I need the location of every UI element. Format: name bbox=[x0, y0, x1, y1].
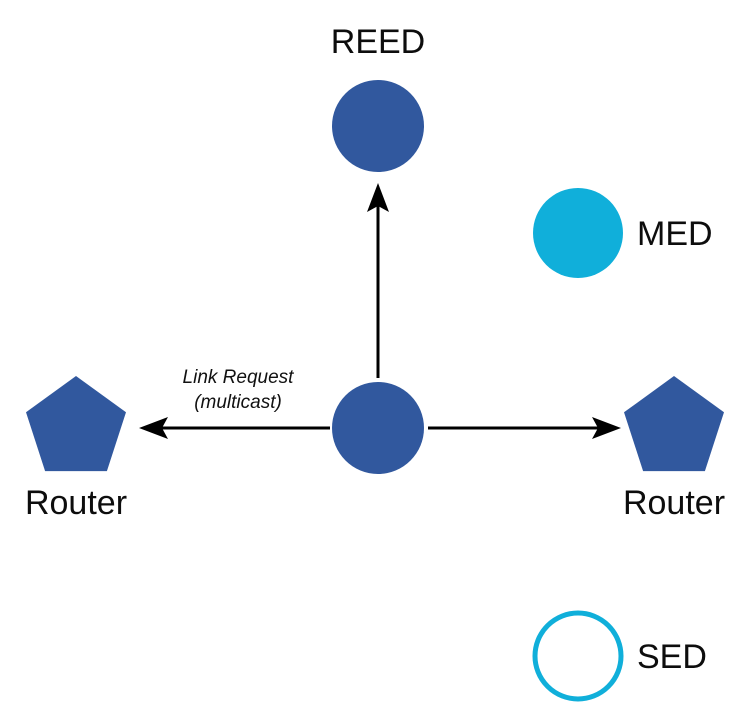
arrow-sender-to-router-left bbox=[139, 417, 330, 439]
link-request-label-line1: Link Request bbox=[183, 367, 295, 388]
sender-circle-icon[interactable] bbox=[332, 382, 424, 474]
sed-label: SED bbox=[637, 638, 707, 676]
node-sender[interactable] bbox=[332, 382, 424, 474]
reed-circle-icon[interactable] bbox=[332, 80, 424, 172]
node-router-left[interactable]: Router bbox=[25, 376, 127, 522]
router-left-pentagon-icon[interactable] bbox=[26, 376, 126, 472]
arrow-sender-to-router-right bbox=[428, 417, 621, 439]
link-request-label: Link Request (multicast) bbox=[183, 367, 295, 413]
node-med[interactable]: MED bbox=[533, 188, 713, 278]
reed-label: REED bbox=[331, 23, 425, 61]
node-sed[interactable]: SED bbox=[532, 610, 707, 702]
node-reed[interactable]: REED bbox=[331, 23, 425, 172]
router-right-label: Router bbox=[623, 484, 725, 522]
arrow-head-up bbox=[367, 183, 389, 212]
med-label: MED bbox=[637, 215, 713, 253]
med-circle-icon[interactable] bbox=[533, 188, 623, 278]
edge-group bbox=[139, 183, 621, 439]
arrow-sender-to-reed bbox=[367, 183, 389, 378]
node-router-right[interactable]: Router bbox=[623, 376, 725, 522]
router-left-label: Router bbox=[25, 484, 127, 522]
arrow-head-left bbox=[139, 417, 168, 439]
arrow-head-right bbox=[592, 417, 621, 439]
sed-ring-icon[interactable] bbox=[532, 610, 624, 702]
router-right-pentagon-icon[interactable] bbox=[624, 376, 724, 472]
link-request-label-line2: (multicast) bbox=[194, 392, 282, 413]
